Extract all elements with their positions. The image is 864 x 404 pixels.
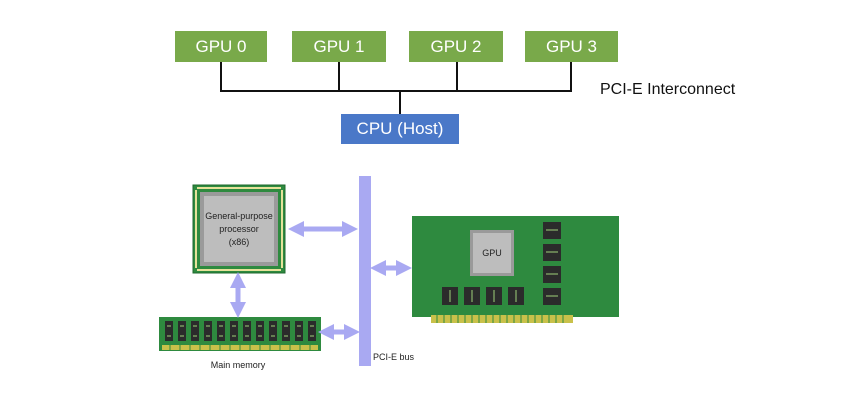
processor-label-line1: General-purpose bbox=[205, 211, 273, 221]
processor-label-line3: (x86) bbox=[229, 237, 250, 247]
gpu-3-box: GPU 3 bbox=[525, 31, 618, 62]
pci-e-bus-label: PCI-E bus bbox=[373, 352, 415, 362]
processor-label-line2: processor bbox=[219, 224, 259, 234]
gpu-card bbox=[412, 216, 619, 323]
gpu-3-label: GPU 3 bbox=[545, 36, 598, 56]
gpu-0-label: GPU 0 bbox=[195, 36, 247, 56]
main-memory-module bbox=[159, 317, 321, 351]
gpu-1-box: GPU 1 bbox=[292, 31, 386, 62]
gpu-0-box: GPU 0 bbox=[175, 31, 267, 62]
gpu-2-box: GPU 2 bbox=[409, 31, 503, 62]
pci-e-bus-bar bbox=[359, 176, 371, 366]
gpu-2-label: GPU 2 bbox=[430, 36, 482, 56]
cpu-host-box: CPU (Host) bbox=[341, 114, 459, 144]
main-memory-label: Main memory bbox=[211, 360, 266, 370]
interconnect-label: PCI-E Interconnect bbox=[600, 81, 736, 98]
gpu-chip-label: GPU bbox=[482, 248, 502, 258]
cpu-host-label: CPU (Host) bbox=[356, 119, 444, 138]
processor-chip bbox=[192, 184, 286, 274]
gpu-1-label: GPU 1 bbox=[313, 36, 365, 56]
